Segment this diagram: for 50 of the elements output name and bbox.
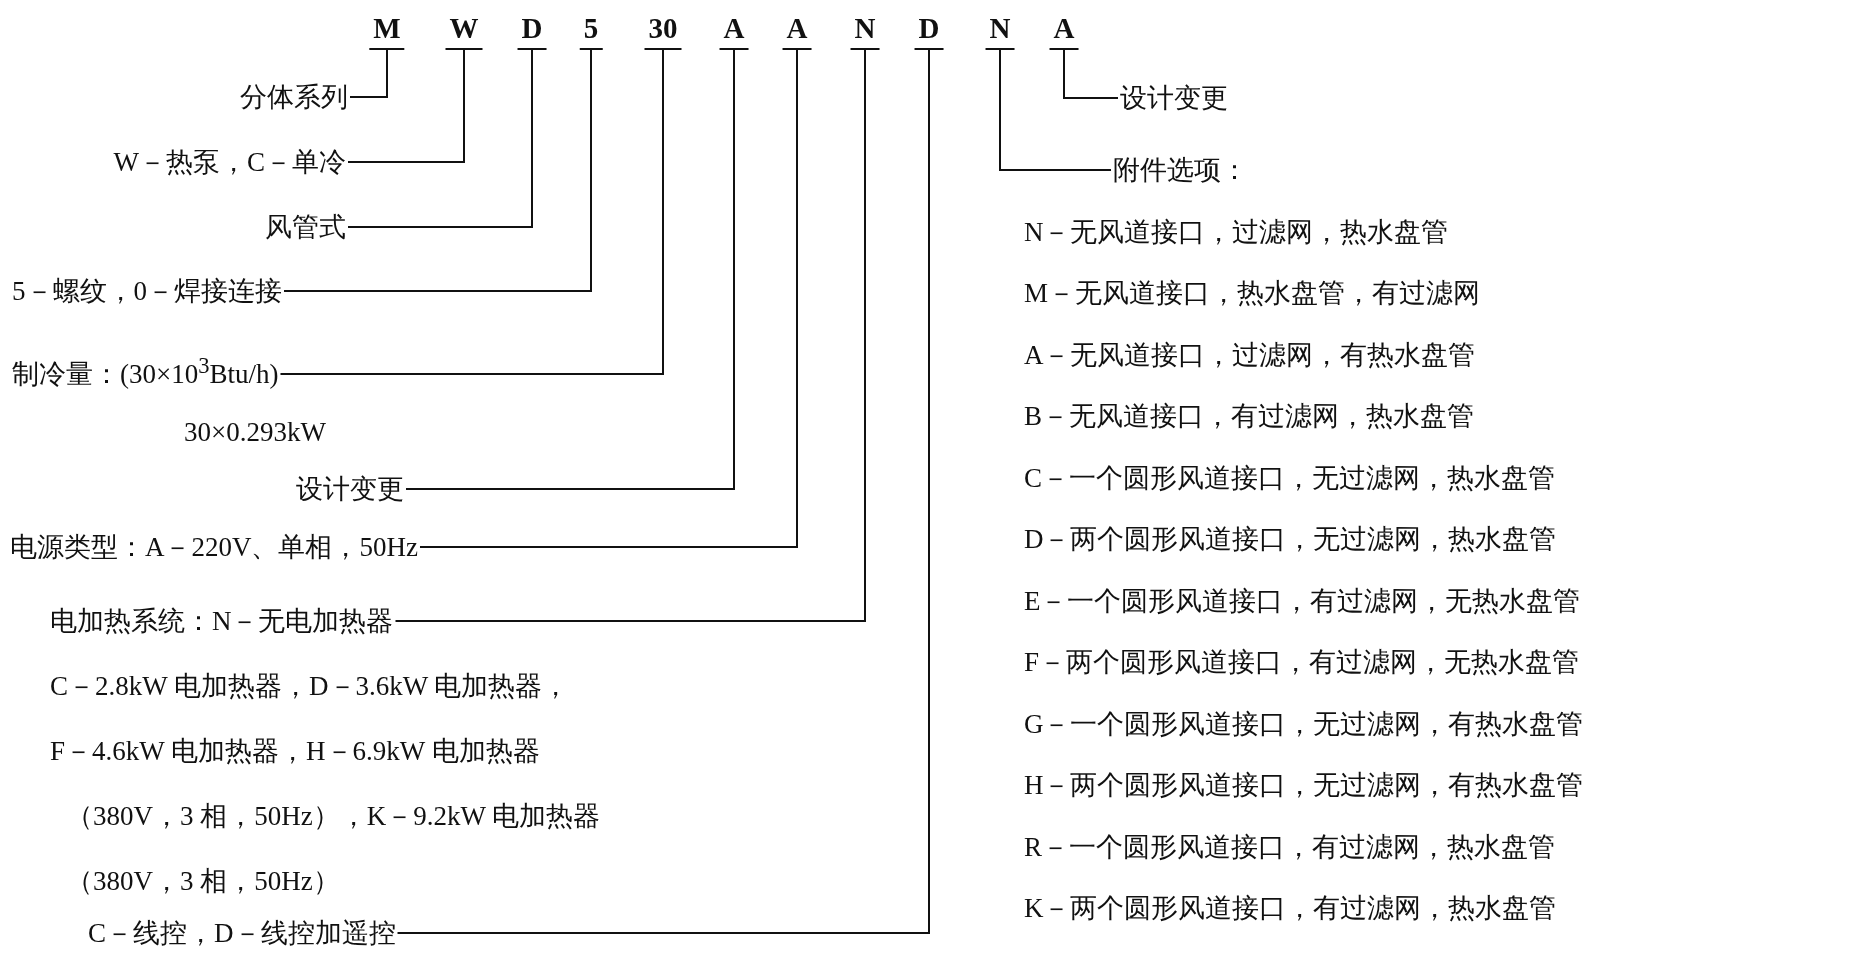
leader-line	[279, 49, 664, 375]
option-item: M－无风道接口，热水盘管，有过滤网	[1024, 278, 1480, 308]
leader-line	[394, 49, 866, 622]
leader-line	[419, 49, 798, 548]
description-text: 分体系列	[240, 82, 348, 112]
option-item: N－无风道接口，过滤网，热水盘管	[1024, 216, 1449, 247]
description-text: 制冷量：(30×10$^{3}$Btu/h)	[12, 359, 279, 389]
leader-line	[347, 49, 465, 163]
option-item: C－一个圆形风道接口，无过滤网，热水盘管	[1024, 462, 1555, 493]
description-text: 风管式	[265, 212, 346, 242]
leader-line	[349, 49, 388, 98]
description-text: 设计变更	[296, 474, 404, 504]
leader-line	[347, 49, 533, 228]
description-text: （380V，3 相，50Hz）	[66, 866, 340, 896]
option-item: D－两个圆形风道接口，无过滤网，热水盘管	[1024, 524, 1557, 554]
option-item: K－两个圆形风道接口，有过滤网，热水盘管	[1024, 893, 1557, 923]
description-text: C－2.8kW 电加热器，D－3.6kW 电加热器，	[50, 671, 570, 701]
option-item: F－两个圆形风道接口，有过滤网，无热水盘管	[1024, 647, 1580, 677]
description-text: 5－螺纹，0－焊接连接	[12, 276, 282, 306]
description-text: C－线控，D－线控加遥控	[88, 918, 396, 948]
code-letter: D	[914, 10, 944, 50]
option-item: E－一个圆形风道接口，有过滤网，无热水盘管	[1024, 585, 1581, 616]
leader-line	[283, 49, 592, 292]
option-item: B－无风道接口，有过滤网，热水盘管	[1024, 401, 1474, 431]
option-item: H－两个圆形风道接口，无过滤网，有热水盘管	[1024, 770, 1584, 800]
description-text: 30×0.293kW	[184, 417, 326, 447]
option-item: G－一个圆形风道接口，无过滤网，有热水盘管	[1024, 708, 1584, 739]
description-text: F－4.6kW 电加热器，H－6.9kW 电加热器	[50, 736, 540, 766]
description-text: 电加热系统：N－无电加热器	[50, 606, 394, 636]
code-letter: N	[985, 10, 1015, 50]
option-item: A－无风道接口，过滤网，有热水盘管	[1024, 339, 1476, 370]
code-letter: M	[369, 10, 405, 50]
code-letter: A	[719, 10, 749, 50]
description-text: W－热泵，C－单冷	[113, 147, 346, 177]
option-item: R－一个圆形风道接口，有过滤网，热水盘管	[1024, 831, 1555, 862]
code-letter: 30	[644, 10, 682, 50]
leader-line	[999, 49, 1112, 171]
code-letter: A	[1049, 10, 1079, 50]
description-text: （380V，3 相，50Hz），K－9.2kW 电加热器	[66, 801, 601, 831]
description-text: 设计变更	[1120, 83, 1228, 113]
description-text: 电源类型：A－220V、单相，50Hz	[10, 532, 418, 562]
code-letter: A	[782, 10, 812, 50]
code-letter: N	[850, 10, 880, 50]
code-letter: D	[517, 10, 547, 50]
leader-line	[1063, 49, 1119, 99]
leader-line	[405, 49, 735, 490]
code-letter: W	[445, 10, 483, 50]
code-letter: 5	[579, 10, 603, 50]
leader-line	[396, 49, 930, 934]
options-heading: 附件选项：	[1113, 155, 1248, 185]
